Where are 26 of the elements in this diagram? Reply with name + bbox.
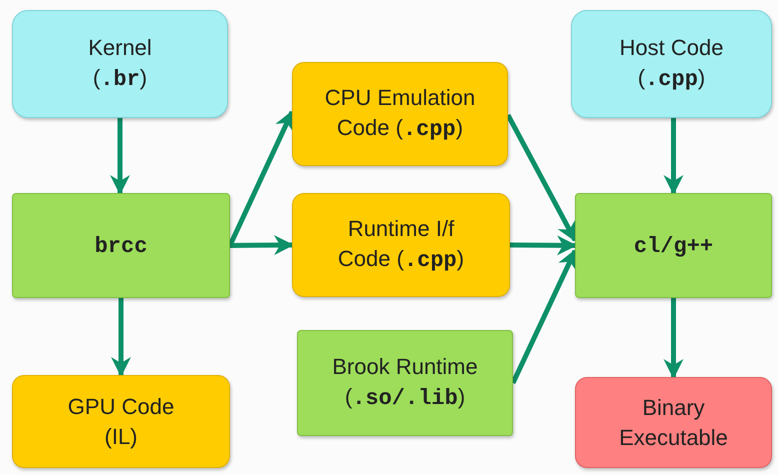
- arrow: [510, 235, 577, 256]
- arrow: [111, 298, 131, 377]
- process-box: [571, 10, 772, 118]
- node-label: Runtime I/f Code (.cpp): [338, 216, 464, 271]
- process-box: [575, 377, 772, 468]
- process-box: [292, 62, 508, 166]
- process-box: [292, 193, 510, 297]
- node-label: Brook Runtime (.so/.lib): [332, 354, 478, 409]
- node-label: Host Code (.cpp): [620, 35, 724, 90]
- arrow: [506, 114, 578, 242]
- arrow: [664, 298, 684, 379]
- arrow: [510, 248, 578, 384]
- node-label: Kernel (.br): [88, 35, 152, 90]
- process-box: [12, 375, 230, 468]
- arrow: [110, 118, 130, 195]
- process-box: [297, 330, 513, 436]
- process-box: [12, 193, 230, 298]
- node-label: brcc: [94, 234, 148, 259]
- node-label: GPU Code (IL): [68, 394, 174, 448]
- process-box: [12, 10, 228, 118]
- node-label: CPU Emulation Code (.cpp): [324, 85, 476, 140]
- process-box: [575, 193, 772, 298]
- arrow: [664, 118, 684, 195]
- node-label: cl/g++: [634, 234, 714, 259]
- node-label: Binary Executable: [619, 394, 728, 450]
- arrow: [230, 235, 294, 256]
